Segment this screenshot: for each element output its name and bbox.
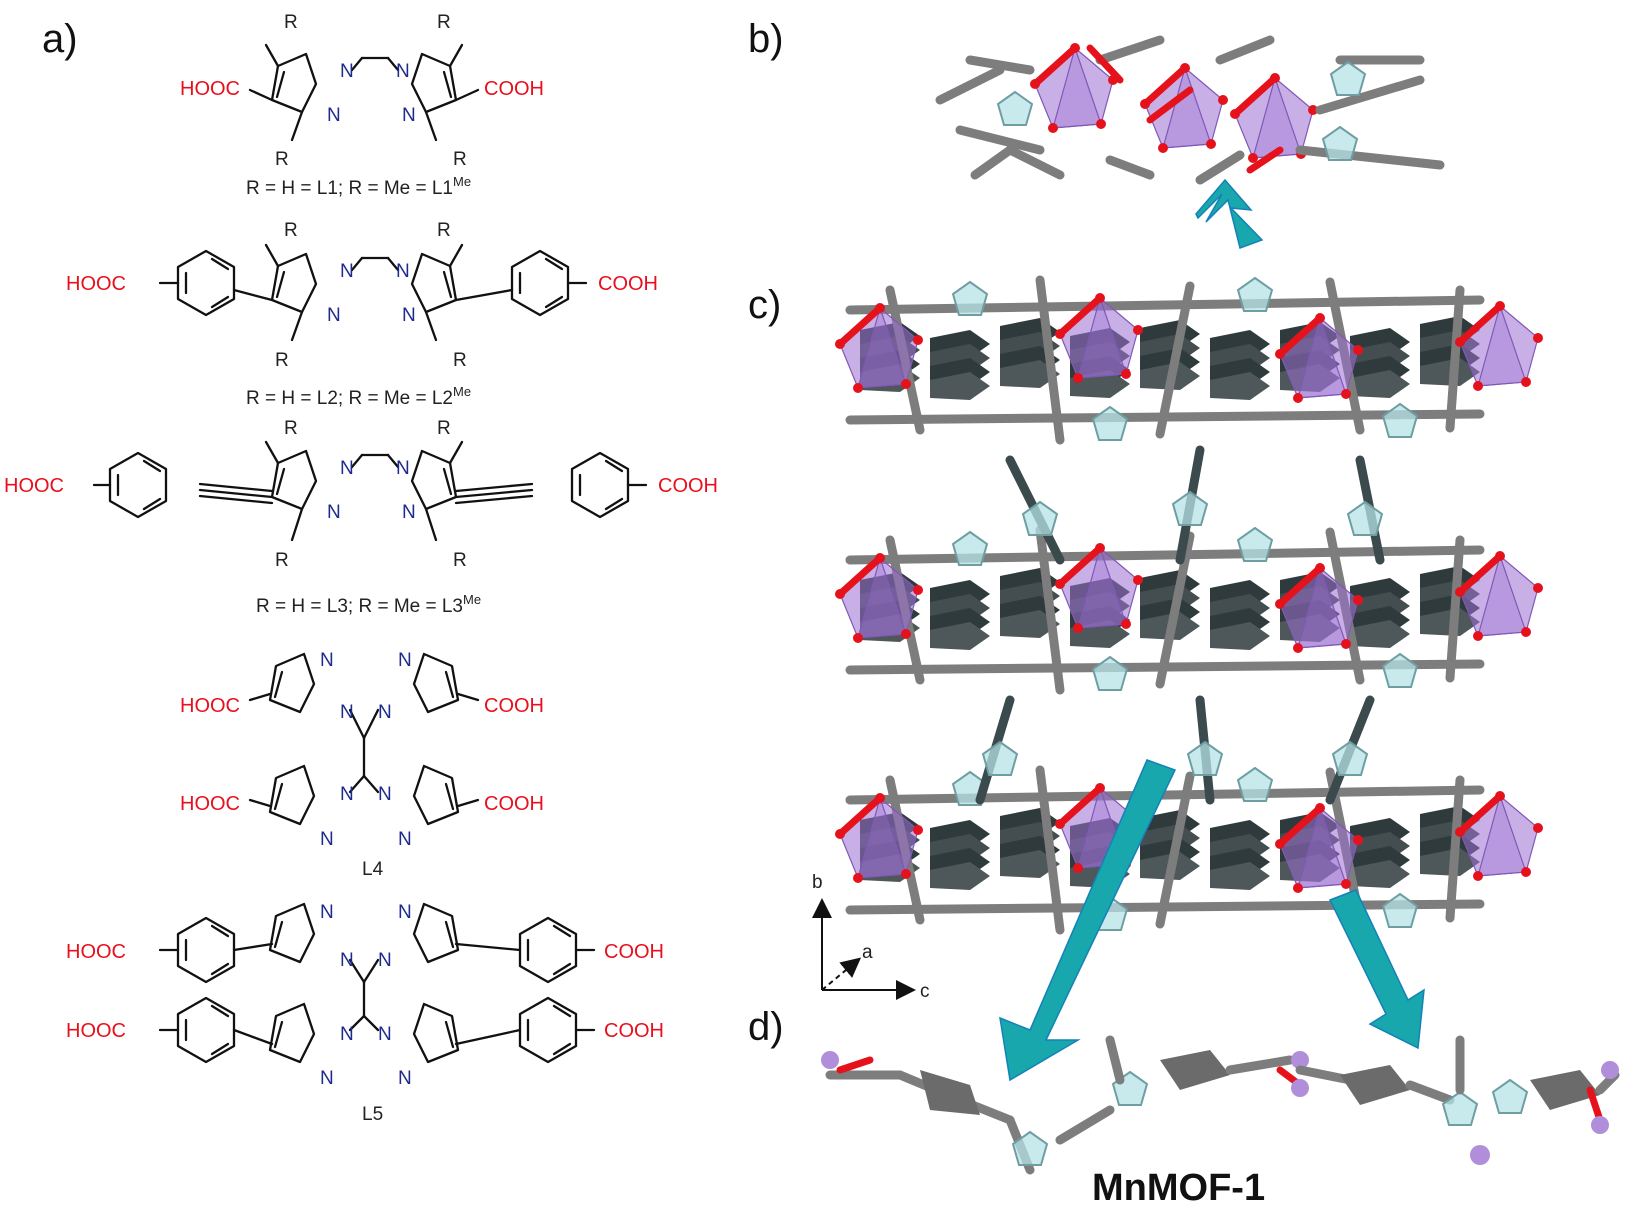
n-label: N [378,784,392,805]
n-label: N [320,902,334,923]
n-label: N [340,458,354,479]
ligand-l1: R R R R N N N N HOOC COOH R = H = L1; R … [180,12,544,199]
n-label: N [398,650,412,671]
n-label: N [340,61,354,82]
n-label: N [398,829,412,850]
panel-label-c: c) [748,283,781,327]
ligand-definition: R = H = L2; R = Me = L2Me [246,384,471,409]
arrow-to-ligand-right [1328,889,1425,1050]
r-label: R [284,12,298,33]
cooh-group: COOH [484,793,544,815]
r-label: R [437,220,451,241]
hooc-group: HOOC [4,475,64,497]
n-label: N [398,902,412,923]
n-label: N [320,1068,334,1089]
cooh-group: COOH [658,475,718,497]
ligand-l4: N N N N N N N N HOOC COOH HOOC COOH L4 [180,650,544,880]
n-label: N [398,1068,412,1089]
hooc-group: HOOC [66,941,126,963]
arrow-to-cluster [1195,178,1264,249]
ligand-conformation-right [1295,1035,1620,1165]
cooh-group: COOH [484,78,544,100]
r-label: R [453,149,467,170]
r-label: R [275,550,289,571]
r-label: R [437,418,451,439]
n-label: N [340,950,354,971]
n-label: N [327,502,341,523]
n-label: N [340,702,354,723]
n-label: N [340,784,354,805]
r-label: R [453,550,467,571]
arrow-to-ligand-left [999,759,1177,1082]
ligand-l2: R R R R N N N N HOOC COOH R = H = L2; R … [66,220,658,409]
framework-panel [835,278,1543,930]
n-label: N [340,1024,354,1045]
n-label: N [402,502,416,523]
hooc-group: HOOC [66,1020,126,1042]
n-label: N [396,458,410,479]
cooh-group: COOH [484,695,544,717]
axis-label-c: c [920,981,930,1002]
r-label: R [284,220,298,241]
r-label: R [453,350,467,371]
r-label: R [284,418,298,439]
ligand-definition: R = H = L1; R = Me = L1Me [246,174,471,199]
r-label: R [275,350,289,371]
hooc-group: HOOC [66,273,126,295]
axis-triad: b a c [812,872,930,1002]
r-label: R [437,12,451,33]
n-label: N [327,305,341,326]
n-label: N [378,702,392,723]
ligand-l3: R R R R N N N N HOOC COOH R = H = L3; R … [4,418,718,617]
cooh-group: COOH [604,1020,664,1042]
hooc-group: HOOC [180,793,240,815]
n-label: N [320,829,334,850]
panel-label-b: b) [748,17,784,61]
axis-label-a: a [862,942,873,963]
n-label: N [402,105,416,126]
n-label: N [340,261,354,282]
hooc-group: HOOC [180,695,240,717]
ligand-conformation-left [821,1035,1309,1175]
n-label: N [320,650,334,671]
panel-label-a: a) [42,17,78,61]
n-label: N [396,261,410,282]
n-label: N [402,305,416,326]
axis-label-b: b [812,872,823,893]
cooh-group: COOH [598,273,658,295]
panel-label-d: d) [748,1005,784,1049]
ligand-l5: N N N N N N N N HOOC COOH HOOC COOH L5 [66,902,664,1125]
ligand-definition: R = H = L3; R = Me = L3Me [256,592,481,617]
mn-cluster-panel [935,35,1445,185]
n-label: N [378,950,392,971]
cooh-group: COOH [604,941,664,963]
product-label: MnMOF-1 [1092,1167,1265,1209]
n-label: N [378,1024,392,1045]
n-label: N [396,61,410,82]
hooc-group: HOOC [180,78,240,100]
r-label: R [275,149,289,170]
ligand-definition: L4 [362,859,384,880]
ligand-definition: L5 [362,1104,383,1125]
n-label: N [327,105,341,126]
